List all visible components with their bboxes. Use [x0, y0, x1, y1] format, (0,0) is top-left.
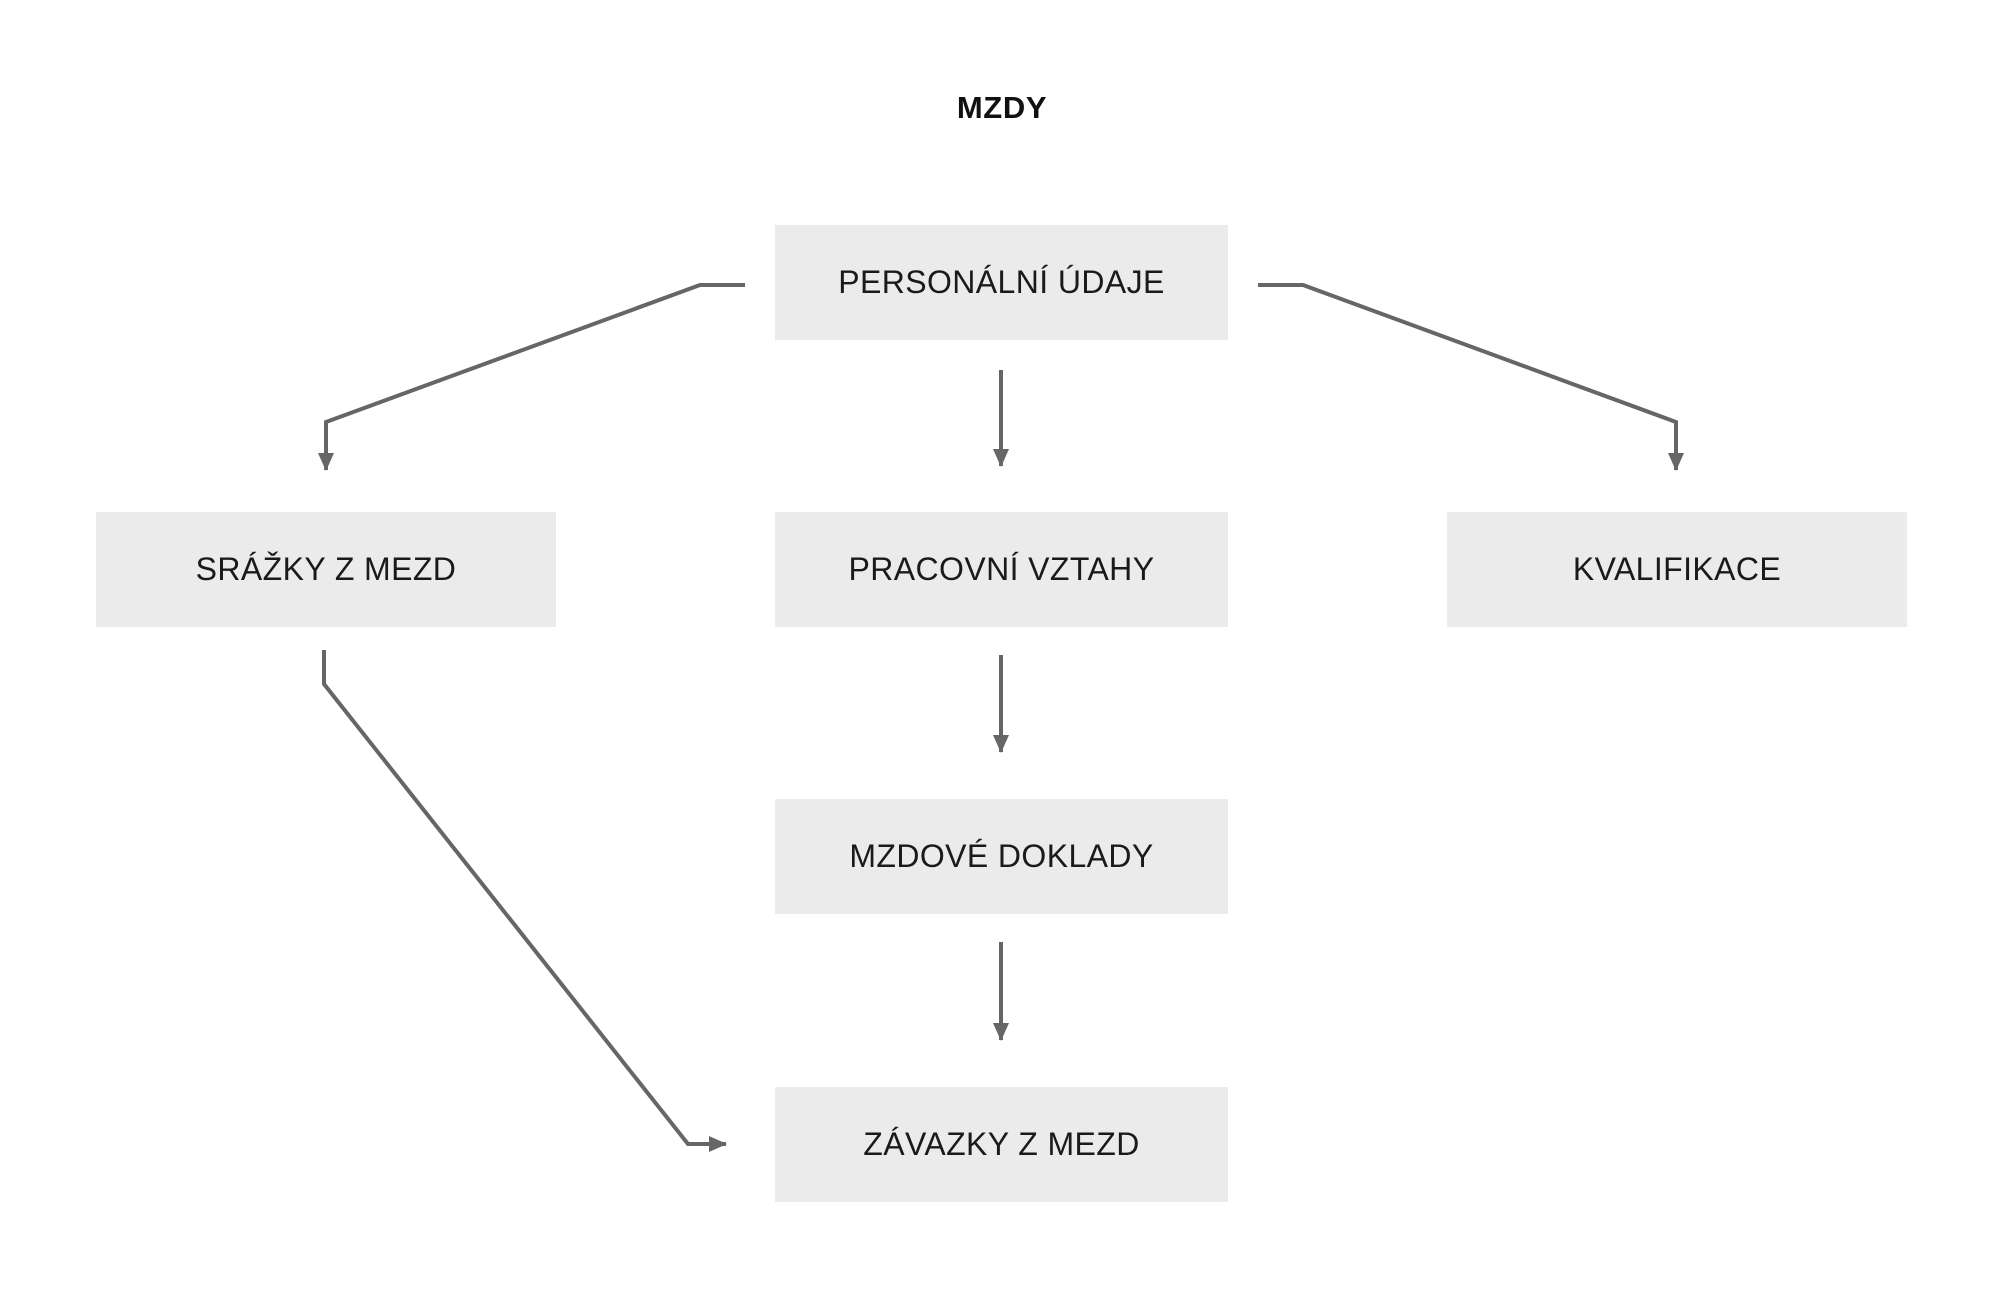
edge-personalni-udaje-to-srazky-z-mezd [318, 283, 745, 471]
node-pracovni-vztahy[interactable]: PRACOVNÍ VZTAHY [775, 512, 1228, 627]
node-personalni-udaje[interactable]: PERSONÁLNÍ ÚDAJE [775, 225, 1228, 340]
node-mzdove-doklady[interactable]: MZDOVÉ DOKLADY [775, 799, 1228, 914]
edge-srazky-z-mezd-to-zavazky-z-mezd [322, 650, 727, 1152]
node-label: SRÁŽKY Z MEZD [195, 551, 457, 587]
node-label: PERSONÁLNÍ ÚDAJE [838, 264, 1165, 300]
node-label: PRACOVNÍ VZTAHY [848, 551, 1155, 587]
diagram-title: MZDY [956, 90, 1048, 125]
node-srazky-z-mezd[interactable]: SRÁŽKY Z MEZD [96, 512, 556, 627]
node-kvalifikace[interactable]: KVALIFIKACE [1447, 512, 1907, 627]
node-label: MZDOVÉ DOKLADY [849, 838, 1154, 874]
node-label: KVALIFIKACE [1572, 551, 1782, 587]
node-zavazky-z-mezd[interactable]: ZÁVAZKY Z MEZD [775, 1087, 1228, 1202]
edge-personalni-udaje-to-kvalifikace [1258, 283, 1684, 471]
node-label: ZÁVAZKY Z MEZD [863, 1126, 1140, 1162]
